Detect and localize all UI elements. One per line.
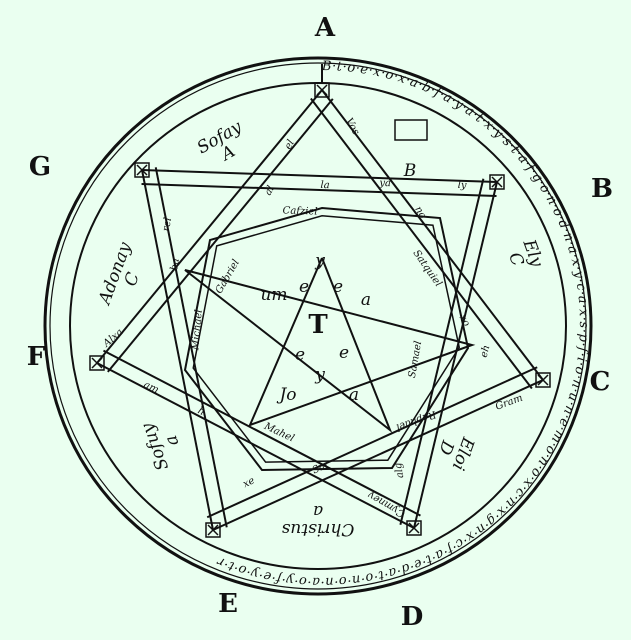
vertex-box bbox=[134, 162, 150, 178]
band-word: rel bbox=[161, 217, 174, 233]
inner-heptagon bbox=[183, 206, 470, 472]
vertex-label-d: D bbox=[401, 602, 424, 632]
heptagram-band-line bbox=[413, 181, 498, 529]
center-letter: y bbox=[314, 365, 325, 385]
vertex-label-b: B bbox=[591, 174, 613, 204]
band-word: xe bbox=[241, 475, 256, 490]
band-word: ly bbox=[457, 180, 467, 191]
vertex-label-a: A bbox=[314, 13, 336, 43]
pentagram bbox=[184, 257, 476, 434]
band-word: xo bbox=[456, 313, 471, 329]
vertex-cross-icon bbox=[136, 164, 148, 176]
sector-letter: a bbox=[313, 501, 323, 521]
band-word: Alxa bbox=[101, 327, 126, 350]
vertex-label-c: C bbox=[590, 367, 611, 397]
band-word: la bbox=[320, 180, 330, 191]
vertex-labels: A B C D E F G bbox=[27, 13, 613, 632]
center-letter: e bbox=[333, 277, 343, 297]
heptagram-band-line bbox=[212, 379, 544, 531]
center-letter: y bbox=[314, 251, 325, 271]
sector-letter: C bbox=[121, 270, 144, 289]
heptagram-band-line bbox=[96, 89, 323, 364]
vertex-cross-icon bbox=[408, 522, 420, 534]
band-word: ya bbox=[378, 178, 391, 189]
vertex-label-f: F bbox=[27, 342, 46, 372]
center-letter: a bbox=[349, 385, 359, 405]
sector-letter: D bbox=[434, 437, 458, 458]
heptagram-band-line bbox=[154, 167, 228, 528]
inner-heptagon-inner-line bbox=[192, 215, 461, 463]
sector-name-text: Christus bbox=[281, 519, 354, 539]
outer-circle-inner-line bbox=[49, 62, 587, 590]
band-word: Samael bbox=[407, 340, 424, 379]
heptagram-band-line bbox=[310, 97, 533, 390]
vertex-label-g: G bbox=[29, 152, 51, 182]
outer-circle bbox=[43, 56, 593, 596]
heptagram bbox=[89, 82, 551, 538]
heptagram-band-line bbox=[103, 349, 421, 517]
sector-letter: B bbox=[403, 161, 417, 181]
vertex-box bbox=[89, 355, 105, 371]
sector-letter: C bbox=[504, 250, 527, 269]
band-word: al bbox=[263, 184, 277, 197]
band-word: h bbox=[196, 405, 206, 418]
center-letter: e bbox=[339, 343, 349, 363]
heptagram-band-line bbox=[107, 98, 334, 373]
b-glyph-box bbox=[394, 119, 428, 141]
heptagram-band-line bbox=[141, 169, 498, 183]
band-word: Cafziel bbox=[282, 205, 317, 217]
heptagram-band-line bbox=[321, 89, 544, 381]
center-letter-t: T bbox=[308, 310, 328, 340]
heptagram-band-line bbox=[399, 178, 485, 525]
center-letter: a bbox=[361, 290, 371, 310]
center-letter: um bbox=[260, 285, 287, 305]
heptagram-band-line bbox=[141, 169, 214, 531]
vertex-cross-icon bbox=[207, 524, 219, 536]
vertex-box bbox=[535, 372, 551, 388]
vertex-box bbox=[205, 522, 221, 538]
band-word: eh bbox=[479, 344, 493, 359]
heptagram-band-line bbox=[206, 366, 538, 519]
band-word: Vos bbox=[343, 116, 361, 137]
center-letter: Jo bbox=[276, 385, 296, 405]
center-letter: e bbox=[295, 345, 305, 365]
band-word: el bbox=[283, 138, 297, 151]
vertex-cross-icon bbox=[91, 357, 103, 369]
band-word: no bbox=[412, 205, 428, 221]
sector-name: B bbox=[403, 161, 417, 181]
sector-letter: a bbox=[161, 432, 183, 448]
vertex-cross-icon bbox=[537, 374, 549, 386]
vertex-box bbox=[406, 520, 422, 536]
vertex-box bbox=[314, 82, 330, 98]
vertex-label-e: E bbox=[218, 589, 238, 619]
band-word: Michael bbox=[190, 309, 205, 351]
band-word: Gabriel bbox=[214, 258, 242, 296]
band-word: ba bbox=[169, 257, 182, 271]
center-letter: e bbox=[299, 277, 309, 297]
heptagram-band-line bbox=[96, 362, 415, 529]
heptagram-band-line bbox=[141, 182, 497, 197]
band-word: alg bbox=[393, 462, 407, 479]
